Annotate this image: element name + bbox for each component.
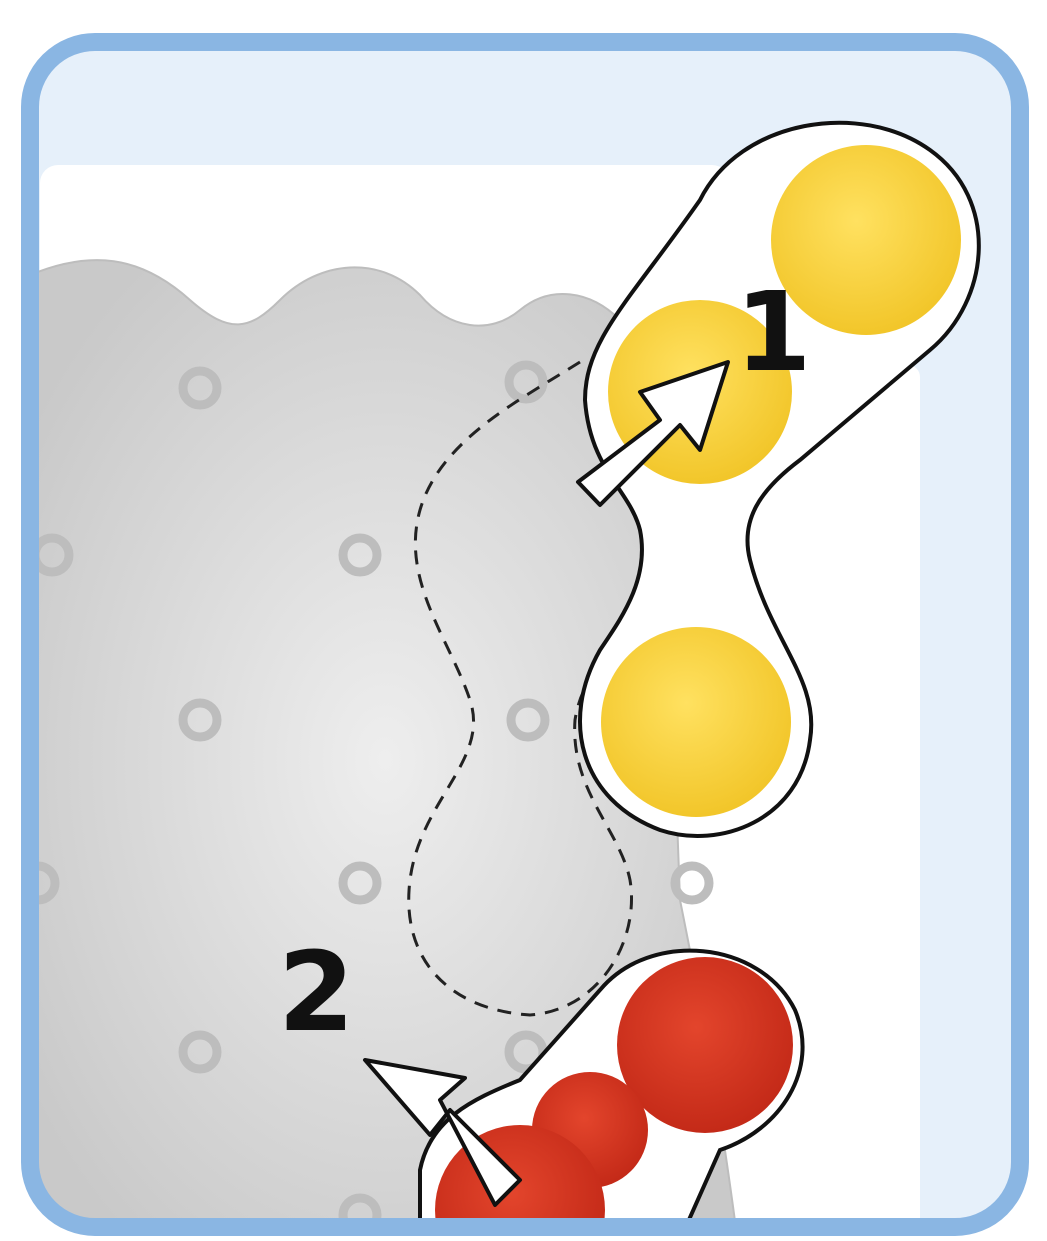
yellow-ball xyxy=(601,627,791,817)
step-label-1: 1 xyxy=(735,268,812,396)
step-label-2: 2 xyxy=(278,928,355,1056)
red-ball xyxy=(617,957,793,1133)
